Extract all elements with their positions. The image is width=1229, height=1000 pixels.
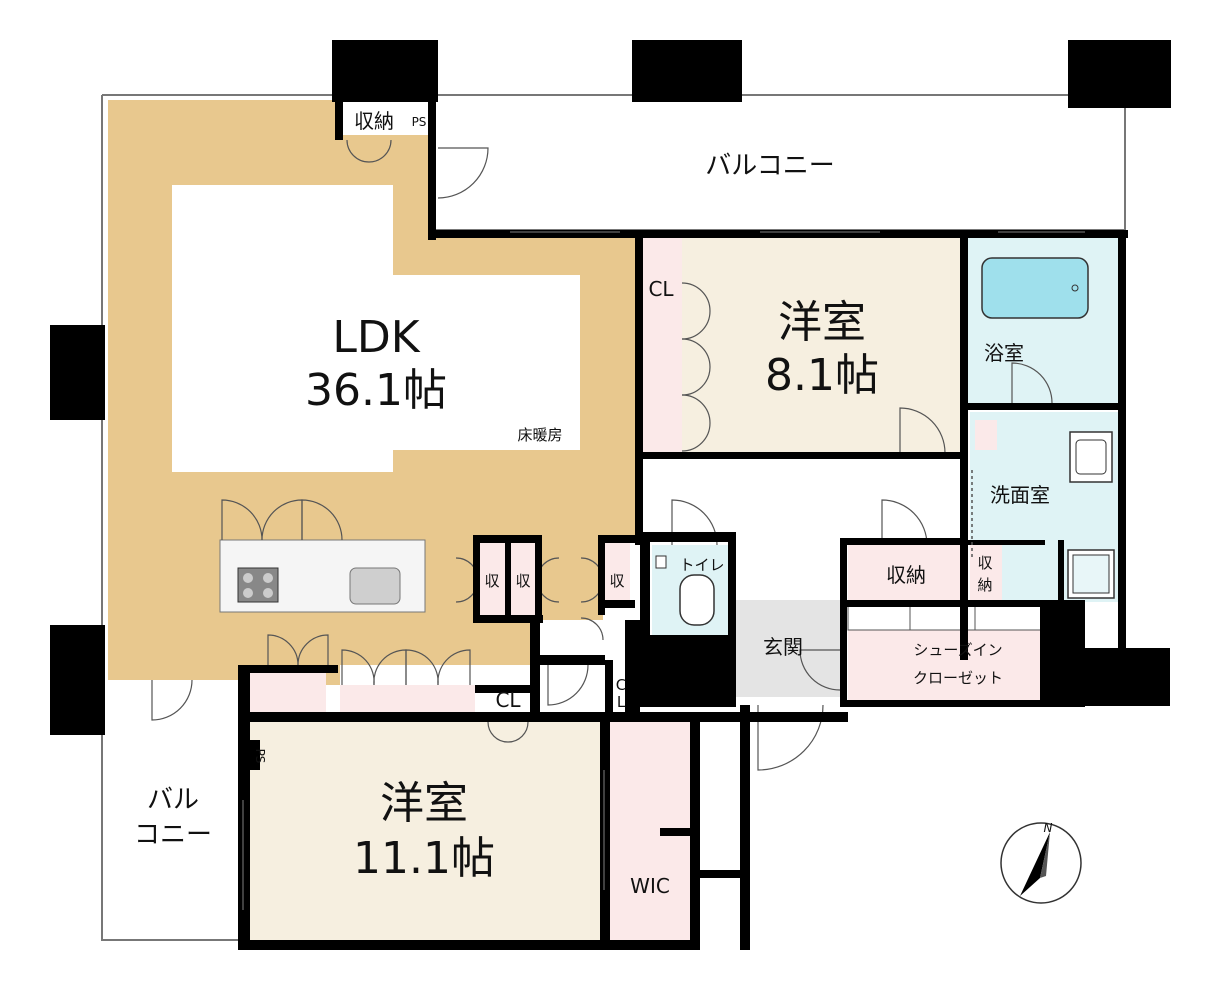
- sink-icon: [349, 567, 401, 605]
- western-room-1: [640, 238, 960, 454]
- balcony-left-line1: バル: [147, 785, 199, 815]
- top-storage-box: [345, 105, 403, 135]
- bathroom: [968, 238, 1120, 404]
- balcony-top-label: バルコニー: [705, 151, 834, 181]
- entrance: [735, 600, 841, 771]
- western2-size: 11.1帖: [353, 833, 495, 884]
- hall-storage-label: 収納: [886, 563, 926, 587]
- ps-top-label: PS: [412, 115, 427, 129]
- top-storage-label: 収納: [354, 109, 394, 133]
- western2-name: 洋室: [380, 778, 468, 829]
- compass-north-label: N: [1044, 821, 1053, 835]
- cl-hall-c: C: [616, 676, 626, 694]
- storage-2-label: 収: [515, 572, 530, 590]
- floor-heating-label: 床暖房: [517, 426, 562, 444]
- windows: [242, 231, 1085, 910]
- balcony-left-line2: コニー: [134, 820, 212, 850]
- stove-icon: [237, 567, 279, 603]
- washroom: [970, 412, 1120, 602]
- wic-label: WIC: [630, 874, 670, 898]
- kitchen-counter: [219, 539, 426, 613]
- washroom-label: 洗面室: [990, 483, 1050, 507]
- western1-name: 洋室: [778, 297, 866, 348]
- toilet-label: トイレ: [679, 556, 724, 574]
- storage-1-label: 収: [484, 572, 499, 590]
- shoes-closet-line1: シューズイン: [913, 641, 1002, 659]
- shoes-closet-line2: クローゼット: [913, 669, 1003, 687]
- shoes-in-closet: [847, 604, 1047, 700]
- ldk-name: LDK: [332, 312, 420, 363]
- wash-storage-2: 納: [977, 576, 992, 594]
- hall-storage: [848, 499, 966, 600]
- cl-bottom-label: CL: [495, 688, 521, 712]
- walls: [50, 40, 1171, 950]
- kitchen-cabinet-doors: [221, 499, 343, 541]
- ldk-size: 36.1帖: [305, 365, 447, 416]
- doors-top: [346, 139, 489, 199]
- bath-label: 浴室: [984, 341, 1024, 365]
- wash-storage-1: 収: [977, 554, 992, 572]
- cl-hall-l: L: [617, 693, 626, 711]
- toilet-icon: [679, 574, 715, 626]
- storage-3-label: 収: [609, 572, 624, 590]
- compass-icon: N: [1000, 821, 1082, 904]
- cl-top-label: CL: [648, 277, 674, 301]
- middle-storage: [455, 542, 630, 641]
- bathtub-icon: [981, 257, 1089, 319]
- western-room-2: [151, 634, 600, 942]
- ps-left-label: PS: [253, 749, 267, 764]
- entrance-label: 玄関: [763, 635, 803, 659]
- toilet-room: [652, 499, 730, 635]
- western1-size: 8.1帖: [765, 350, 879, 401]
